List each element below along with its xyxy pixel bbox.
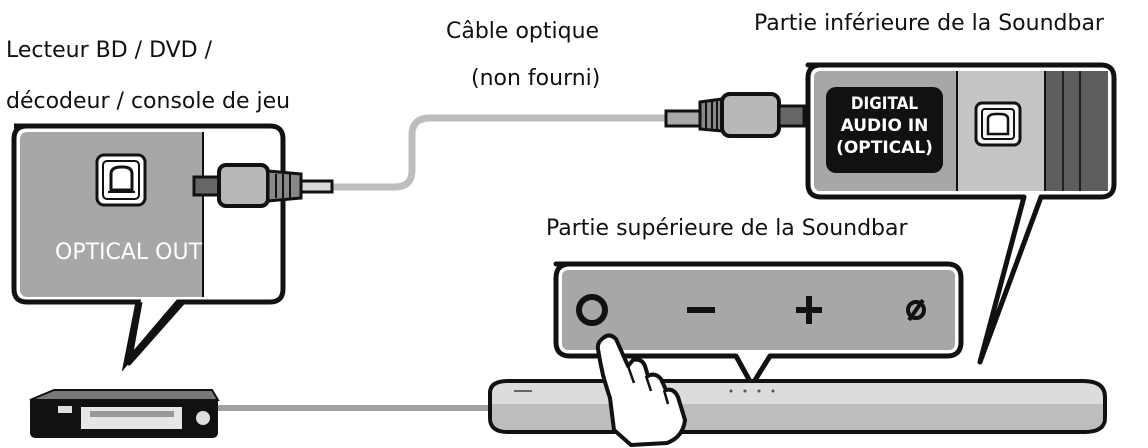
cable-label-line2: (non fourni): [471, 66, 601, 91]
digital-audio-in-line2: AUDIO IN: [840, 116, 929, 136]
soundbar-top-callout: [553, 261, 964, 388]
digital-audio-in-line1: DIGITAL: [850, 94, 919, 114]
volume-down-button[interactable]: [687, 307, 715, 313]
soundbar-top-label: Partie supérieure de la Soundbar: [546, 216, 908, 241]
optical-plug-left-icon: [192, 163, 334, 208]
input-button[interactable]: [906, 298, 926, 322]
optical-port-icon: [95, 153, 147, 207]
volume-up-button[interactable]: [796, 296, 822, 324]
cable-label-line1: Câble optique: [446, 19, 600, 44]
source-device-label-line2: décodeur / console de jeu: [6, 89, 291, 114]
source-device-label-line1: Lecteur BD / DVD /: [6, 38, 213, 63]
power-button[interactable]: [576, 294, 608, 326]
source-device: [29, 389, 220, 438]
soundbar-bottom-label: Partie inférieure de la Soundbar: [754, 11, 1104, 36]
digital-audio-in-line3: (OPTICAL): [836, 138, 933, 158]
hand-icon: [595, 333, 687, 447]
optical-cable: [328, 114, 670, 191]
optical-plug-right-icon: [664, 92, 806, 138]
soundbar: [488, 379, 1107, 434]
optical-out-label: OPTICAL OUT: [55, 240, 203, 265]
digital-audio-port-icon: [974, 101, 1022, 147]
soundbar-bottom-callout: [805, 62, 1117, 365]
